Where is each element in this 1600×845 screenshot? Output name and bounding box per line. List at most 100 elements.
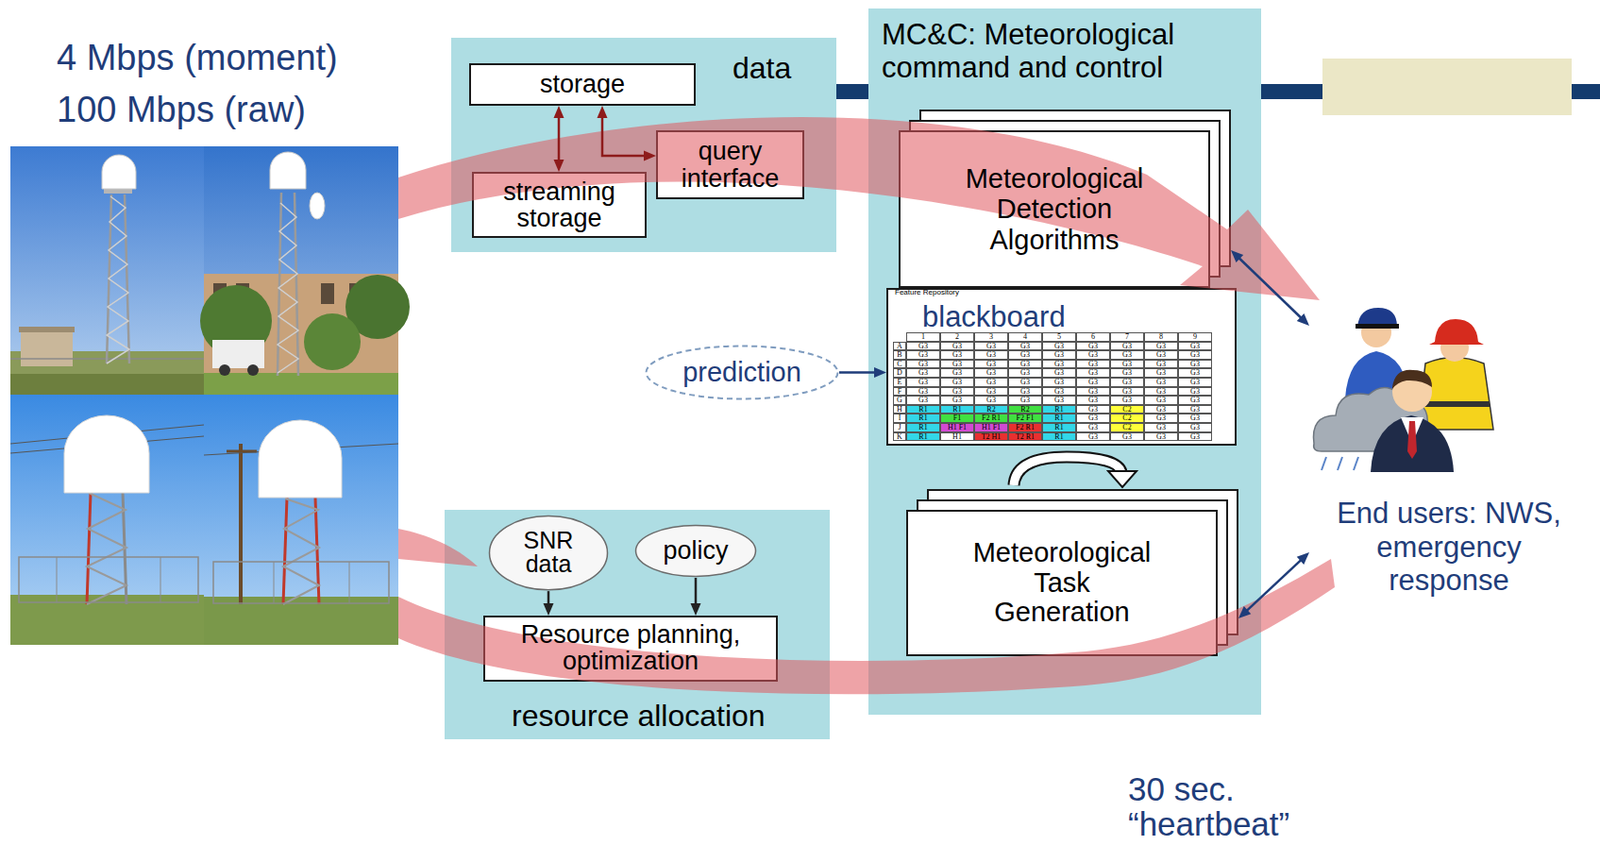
radar-photo-4-part: [315, 497, 320, 605]
radar-photo-1-part: [10, 146, 204, 395]
table-slot: G3: [906, 350, 941, 360]
table-slot: G3: [906, 359, 941, 370]
table-cell: G3: [1009, 342, 1042, 351]
table-cell: G3: [1043, 378, 1076, 387]
table-cell: R1: [1043, 414, 1076, 422]
table-slot: G3: [974, 368, 1009, 378]
table-slot: G3: [1076, 359, 1111, 370]
row-header: H: [893, 405, 906, 414]
table-slot: R1: [906, 413, 941, 423]
table-slot: G3: [974, 341, 1009, 352]
table-slot: G3: [1076, 377, 1111, 388]
table-slot: 5: [1042, 332, 1077, 342]
process-box: storage: [469, 63, 696, 106]
table-slot: G3: [1178, 432, 1213, 442]
note-label: 30 sec. “heartbeat”: [1128, 772, 1331, 843]
table-slot: G3: [974, 395, 1009, 405]
table-slot: G3: [1178, 341, 1213, 352]
heading-text: MC&C: Meteorological command and control: [881, 18, 1255, 85]
label-slot: Feature Repository: [894, 287, 960, 297]
arrow-head: [543, 603, 555, 616]
table-slot: G3: [906, 387, 941, 397]
radar-photo-2-part: [212, 339, 265, 369]
table-cell: G3: [1178, 414, 1212, 422]
table-slot: B: [892, 350, 907, 360]
heading-text: resource allocation: [511, 698, 766, 734]
table-cell: G3: [1043, 342, 1076, 351]
radar-photo-1-part: [124, 194, 130, 364]
table-cell: G3: [1111, 396, 1144, 405]
cycle-arrow-part: [1013, 456, 1122, 486]
table-slot: G3: [940, 350, 975, 360]
arrow-head: [1296, 313, 1310, 326]
row-header: B: [893, 351, 906, 359]
table-slot: R1: [906, 422, 941, 433]
process-box: streaming storage: [471, 171, 647, 238]
radar-photo-4-part: [258, 420, 342, 498]
radar-photo-4-part: [238, 443, 243, 605]
radar-photo-2-part: [277, 202, 299, 373]
table-slot: G3: [1076, 422, 1111, 433]
table-cell: G3: [1145, 369, 1178, 377]
table-slot: 4: [1008, 332, 1043, 342]
radar-photo-2-part: [277, 192, 282, 376]
arrow-head: [1296, 552, 1310, 565]
label-slot: 100 Mbps (raw): [56, 89, 306, 132]
table-slot: 8: [1144, 332, 1179, 342]
table-cell: F2 R1: [975, 414, 1008, 422]
table-cell: G3: [1009, 351, 1042, 359]
radar-photo-2-part: [203, 146, 399, 395]
table-cell: G3: [1145, 433, 1178, 441]
end-users-icon-part: [1429, 319, 1484, 345]
table-cell: G3: [1178, 405, 1212, 414]
text-slot: blackboard: [922, 300, 1066, 335]
row-header: A: [893, 342, 906, 351]
table-slot: G3: [1008, 350, 1043, 360]
table-cell: G3: [1043, 360, 1076, 369]
end-users-icon-part: [1355, 323, 1399, 329]
table-cell: G3: [975, 396, 1008, 405]
input-ellipse: policy: [634, 523, 758, 578]
process-box: Resource planning, optimization: [483, 615, 778, 682]
table-cell: G3: [1178, 423, 1212, 432]
table-cell: G3: [941, 342, 974, 351]
table-slot: G3: [940, 395, 975, 405]
radar-photo-1-part: [106, 196, 130, 364]
table-cell: G3: [1009, 369, 1042, 377]
data-flow-band-part: [398, 558, 1335, 694]
table-slot: 9: [1178, 332, 1213, 342]
table-slot: R1: [940, 404, 975, 415]
table-cell: G3: [1077, 396, 1110, 405]
table-slot: G3: [1144, 413, 1179, 423]
table-cell: G3: [1043, 369, 1076, 377]
node-text: policy: [662, 536, 728, 566]
table-slot: G3: [1110, 377, 1145, 388]
table-cell: G3: [1145, 414, 1178, 422]
row-header: F: [893, 387, 906, 396]
note-label: 100 Mbps (raw): [56, 89, 306, 132]
table-slot: G3: [1008, 395, 1043, 405]
table-cell: G3: [1043, 351, 1076, 359]
table-slot: F1: [940, 413, 975, 423]
table-slot: G3: [1008, 387, 1043, 397]
actor-group: End users: NWS, emergency response: [1309, 305, 1590, 620]
table-slot: E: [892, 377, 907, 388]
table-slot: 7: [1110, 332, 1145, 342]
table-cell: G3: [1043, 387, 1076, 396]
table-cell: G3: [1145, 387, 1178, 396]
table-slot: 2: [940, 332, 975, 342]
data-flow-band-part: [398, 117, 1320, 301]
table-slot: G3: [1144, 350, 1179, 360]
table-cell: G3: [907, 378, 940, 387]
label-slot: 4 Mbps (moment): [56, 37, 338, 80]
table-slot: G3: [1144, 341, 1179, 352]
table-slot: 3: [974, 332, 1009, 342]
radar-photo-4-part: [283, 497, 287, 605]
ellipse-shape: [636, 525, 757, 577]
node-text: storage: [539, 69, 625, 100]
table-slot: G3: [1076, 404, 1111, 415]
table-slot: G3: [1008, 341, 1043, 352]
arrow-head: [1230, 250, 1244, 263]
radar-photo-3-part: [86, 492, 91, 605]
